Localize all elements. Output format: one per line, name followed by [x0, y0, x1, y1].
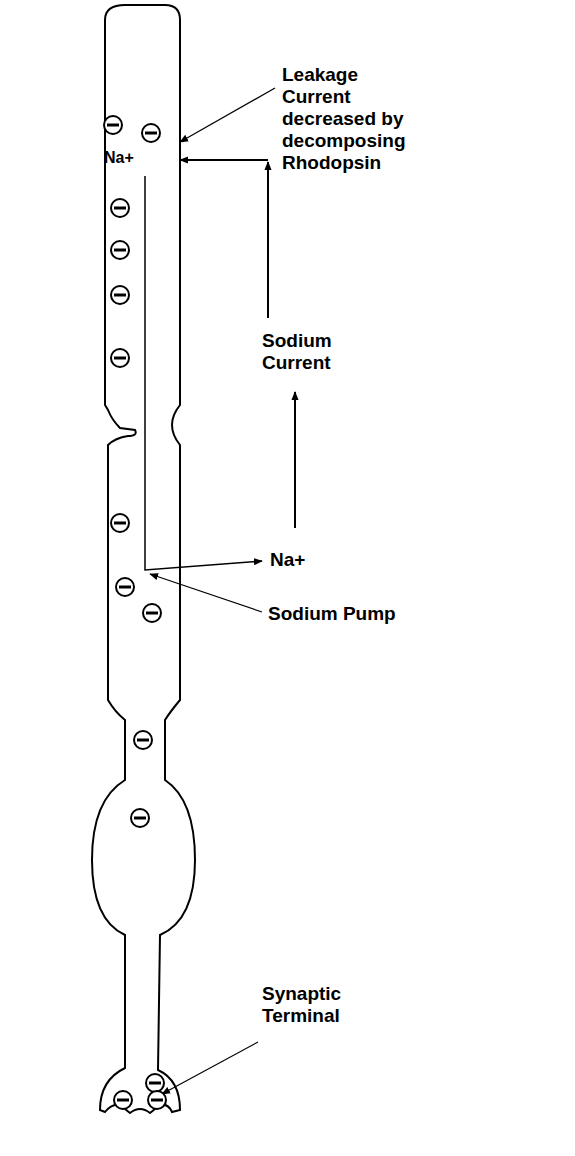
negative-charge-symbol	[146, 1074, 164, 1092]
negative-charges	[104, 116, 166, 1109]
negative-charge-symbol	[142, 124, 160, 142]
negative-charge-symbol	[111, 349, 129, 367]
current-arrow-up	[294, 392, 296, 528]
ion-label: Na+	[104, 147, 164, 169]
current-arrow-up	[267, 162, 269, 318]
negative-charge-symbol	[143, 604, 161, 622]
sodium-current-path	[145, 176, 262, 570]
negative-charge-symbol	[116, 578, 134, 596]
negative-charge-symbol	[111, 286, 129, 304]
negative-charge-symbol	[111, 514, 129, 532]
current-label: Sodium Current	[262, 330, 362, 374]
negative-charge-symbol	[104, 116, 122, 134]
current-arrow-left	[180, 159, 268, 161]
leader-line	[162, 1042, 258, 1094]
negative-charge-symbol	[134, 731, 152, 749]
rod-cell-outline	[92, 5, 195, 1113]
negative-charge-symbol	[114, 1091, 132, 1109]
negative-charge-symbol	[111, 199, 129, 217]
leader-line	[150, 574, 262, 612]
leader-line	[180, 88, 275, 142]
callout-label: Synaptic Terminal	[262, 983, 362, 1027]
callout-label: Sodium Pump	[268, 603, 408, 625]
ion-label: Na+	[270, 549, 330, 571]
negative-charge-symbol	[111, 241, 129, 259]
negative-charge-symbol	[148, 1091, 166, 1109]
callout-label: Leakage Current decreased by decomposing…	[282, 64, 414, 174]
negative-charge-symbol	[131, 809, 149, 827]
